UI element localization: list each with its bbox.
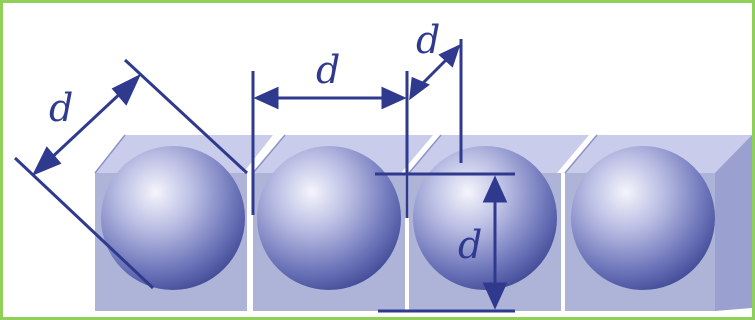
diagonal-extension-upper: [123, 58, 249, 175]
sphere-2: [257, 146, 401, 290]
sphere-1: [101, 146, 245, 290]
diagonal-dimension-line: [46, 87, 127, 163]
vertical-arrowhead-bottom: [482, 282, 508, 310]
small-dimension-line: [419, 57, 449, 87]
gap-arrowhead-left: [253, 86, 279, 110]
label-small-d: d: [416, 18, 440, 62]
label-diagonal-d: d: [49, 86, 73, 130]
cube-4-side: [715, 135, 752, 311]
cube-2: [252, 134, 433, 311]
sphere-3: [413, 146, 557, 290]
small-arrowhead-upper: [438, 44, 461, 68]
diagonal-arrowhead-lower: [31, 146, 62, 176]
cube-4: [564, 134, 752, 311]
sphere-packing-diagram: d d d d: [13, 18, 752, 313]
diagonal-arrowhead-upper: [111, 73, 142, 106]
diagonal-extension-lower: [13, 156, 155, 290]
cube-3: [408, 134, 589, 311]
vertical-arrowhead-top: [482, 175, 508, 203]
small-arrowhead-lower: [409, 76, 430, 101]
label-vertical-d: d: [458, 223, 482, 267]
label-gap-d: d: [316, 48, 340, 92]
gap-arrowhead-right: [381, 86, 407, 110]
cube-1: [94, 134, 273, 311]
sphere-4: [571, 146, 715, 290]
